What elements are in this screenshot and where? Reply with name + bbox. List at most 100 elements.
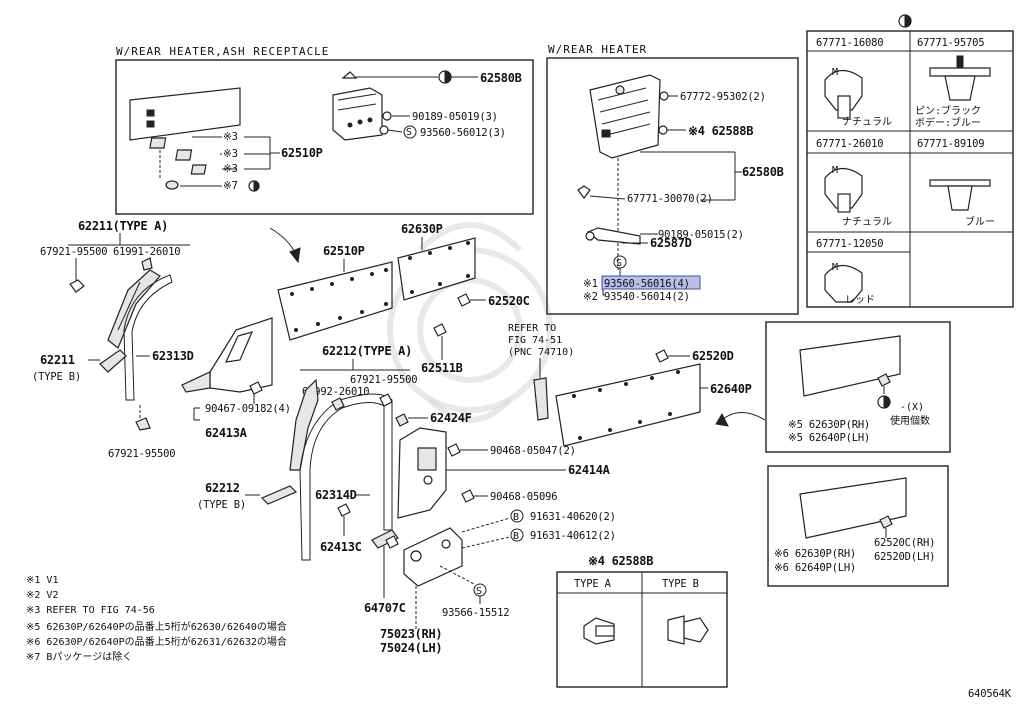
clip-pn-3: 67771-26010 [816,138,883,150]
highlight-93560-56016 [601,275,701,290]
refer-line-2: FIG 74-51 [508,335,562,346]
note-3: ※3 REFER TO FIG 74-56 [26,605,155,616]
inset-6-line-2: ※6 62640P(LH) [774,562,856,574]
label-62424F: 62424F [430,411,472,425]
label-93560-56016: 93560-56016(4) [604,278,690,290]
clip-label-1: ナチュラル [842,116,892,128]
note-1: ※1 V1 [26,575,58,586]
clip-label-5: レッド [845,295,875,306]
trim-62413C [371,529,399,549]
label-62414A: 62414A [568,463,611,477]
panel-left-title: W/REAR HEATER,ASH RECEPTACLE [116,45,329,58]
a-pillar-trim [107,269,161,349]
label-62314D: 62314D [315,488,357,502]
label-62211-type-a: 62211(TYPE A) [78,219,168,233]
clip-table [806,14,1014,308]
clip-icon-7 [457,293,471,307]
latch-part [533,377,549,421]
clip-pn-5: 67771-12050 [816,238,883,250]
small-cover-parts [149,137,207,190]
svg-text:M: M [832,67,838,78]
inset-6-panel [799,477,907,539]
label-s2-mark: ※2 [583,291,598,303]
clip-icon-2 [658,125,668,135]
label-62580B-mid: 62580B [742,165,784,179]
note-6: ※6 62630P/62640Pの品番上5桁が62631/62632の場合 [26,635,287,648]
label-91631-40620: 91631-40620(2) [530,511,616,523]
label-star7: ※7 [223,180,238,192]
label-90189-05015: 90189-05015(2) [658,229,744,241]
inset-6-box [767,465,949,587]
label-67921-95500-top: 67921-95500 [40,246,107,258]
clip-label-3: ナチュラル [842,216,892,228]
clip-icon-13 [385,535,399,549]
clip-drawing-2 [929,55,991,101]
label-91631-40612: 91631-40612(2) [530,530,616,542]
label-62212-type-b: 62212 [205,481,240,495]
clip-icon-3 [69,279,85,293]
heater-cover-part [589,74,661,159]
clip-icon-9 [331,397,345,411]
type-b-clip-icon [667,615,709,645]
inset-6-line-1: ※6 62630P(RH) [774,548,856,560]
label-90468-05047: 90468-05047(2) [490,445,576,457]
label-75024: 75024(LH) [380,641,442,655]
label-93560-56012: 93560-56012(3) [420,127,506,139]
bracket-75023 [403,527,463,587]
screw-icon [379,111,392,135]
label-star3-b: ※3 [223,148,238,160]
inset-6-right-2: 62520D(LH) [874,551,935,563]
clip-label-4: ブルー [965,215,995,228]
svg-text:B: B [513,531,519,542]
note-5: ※5 62630P/62640Pの品番上5桁が62630/62640の場合 [26,620,287,633]
rear-quarter-trim-62414A [397,427,447,519]
label-62580B-left: 62580B [480,71,522,85]
label-62587D: 62587D [650,236,692,250]
clip-icon-6 [249,381,263,395]
clip-icon-11 [395,413,409,427]
svg-text:S: S [616,258,622,269]
panel-mid-title: W/REAR HEATER [548,43,647,56]
label-62640P: 62640P [710,382,752,396]
quarter-trim-62413A [181,317,273,393]
clip-icon-12 [337,503,351,517]
side-panel-62630P [397,237,476,301]
clip-drawing-3: M [824,165,863,213]
clip-icon-10 [379,393,393,407]
clip-drawing-5: M [824,262,863,303]
side-panel-62510P [277,261,393,341]
label-90467: 90467-09182(4) [205,403,291,415]
inset-6-right-1: 62520C(RH) [874,537,935,549]
svg-text:S: S [406,127,412,138]
inset-5-line-1: ※5 62630P(RH) [788,419,870,431]
label-62313D: 62313D [152,349,194,363]
clip-pn-2: 67771-95705 [917,37,984,49]
clip-icon [659,91,669,101]
note-7: ※7 Bパッケージは除く [26,650,132,663]
type-box [556,571,728,688]
b-mark-icon [510,509,524,523]
type-a-header: TYPE A [574,578,612,590]
figure-code: 640564K [968,688,1012,700]
label-67921-95500-bot: 67921-95500 [108,448,175,460]
label-93566-15512: 93566-15512 [442,607,509,619]
clip-icon-14 [655,349,669,363]
label-61991-26010: 61991-26010 [113,246,180,258]
inset-5-x-note: -(X) [900,402,924,413]
heater-panel-part [129,87,241,180]
ash-receptacle-part [332,71,383,141]
label-62588B: ※4 62588B [688,124,753,138]
label-62211-type-b-sub: (TYPE B) [32,371,81,383]
label-62413C: 62413C [320,540,362,554]
type-b-header: TYPE B [662,578,699,590]
opening-trim-62313D [123,274,173,401]
svg-text:B: B [513,512,519,523]
bracket-part [585,227,641,245]
label-75023: 75023(RH) [380,627,442,641]
label-62511B: 62511B [421,361,463,375]
label-62413A: 62413A [205,426,248,440]
clip-drawing-1: M [824,67,863,119]
label-67921-95500-mid: 67921-95500 [350,374,417,386]
svg-text:M: M [832,262,838,273]
